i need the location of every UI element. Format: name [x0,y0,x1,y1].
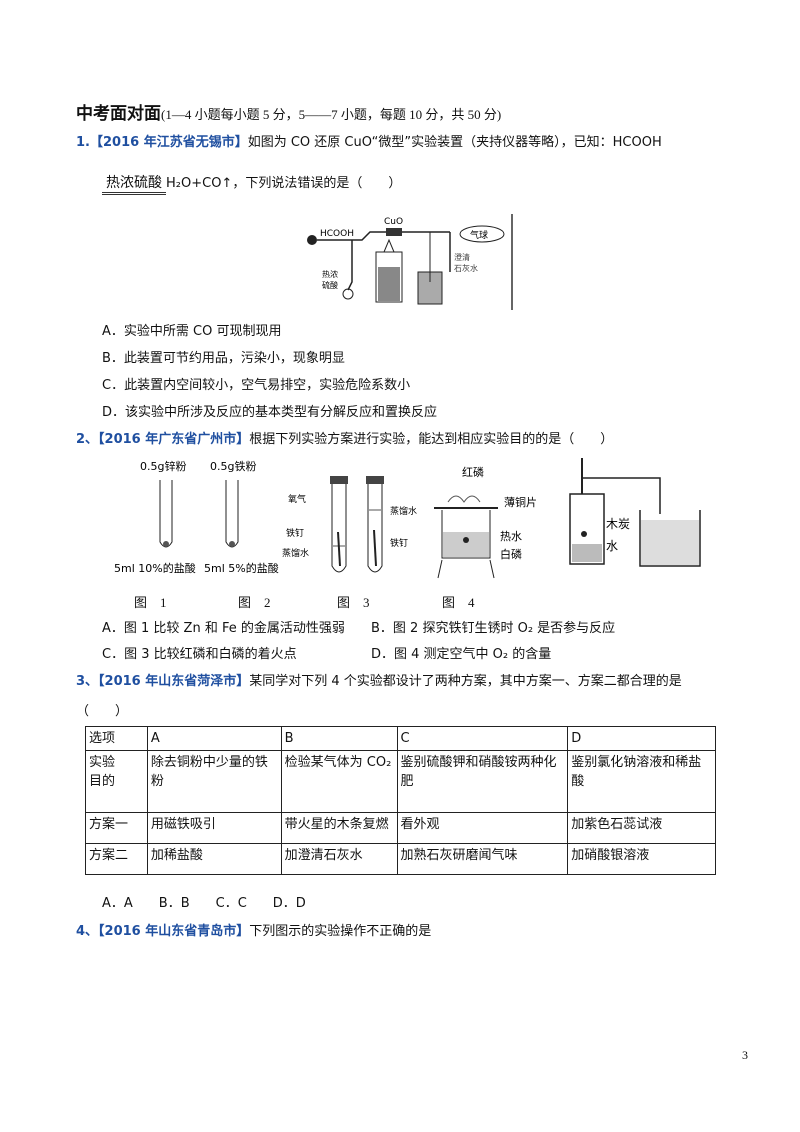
q4-source: 【2016 年山东省青岛市】 [98,924,250,939]
table-header-cell: 选项 [85,726,148,751]
table-cell: 方案一 [85,812,148,844]
q1-label-acid: 热浓 [322,269,338,279]
table-cell: 除去铜粉中少量的铁粉 [146,750,282,813]
q2-fig4-label-hot: 热水 [500,530,522,543]
q2-fig1-label-acid1: 5ml 10%的盐酸 [114,561,196,575]
q1-stem: 1.【2016 年江苏省无锡市】如图为 CO 还原 CuO“微型”实验装置（夹持… [76,131,662,150]
svg-text:硫酸: 硫酸 [322,280,338,290]
q2-option-b: B．图 2 探究铁钉生锈时 O₂ 是否参与反应 [371,621,616,636]
q3-number: 3、 [76,674,99,689]
q2-figure-4b: 木炭 水 [560,454,710,572]
q2-fig4-label-red: 红磷 [462,466,484,479]
q1-option-a: A．实验中所需 CO 可现制现用 [102,324,282,339]
q2-caption-1: 图 1 [134,595,167,610]
table-cell: 实验 目的 [85,750,148,813]
q2-caption-3: 图 3 [337,595,370,610]
q2-fig4b-label-charcoal: 木炭 [606,517,630,531]
q2-fig3-label-o2: 氧气 [288,493,306,505]
q2-option-a: A．图 1 比较 Zn 和 Fe 的金属活动性强弱 [102,621,345,636]
q2-source: 【2016 年广东省广州市】 [98,432,250,447]
q3-stem: 3、【2016 年山东省菏泽市】某同学对下列 4 个实验都设计了两种方案，其中方… [76,670,682,689]
q2-caption-4: 图 4 [442,595,475,610]
q2-fig3-label-nail2: 铁钉 [390,537,408,549]
q1-number: 1. [76,135,90,150]
q1-reagent: 热浓硫酸 [102,172,166,195]
svg-text:石灰水: 石灰水 [454,263,478,273]
table-cell: 用磁铁吸引 [146,812,282,844]
table-cell: 鉴别硫酸钾和硝酸铵两种化肥 [396,750,569,813]
table-header-cell: C [396,726,569,751]
q2-text: 根据下列实验方案进行实验，能达到相应实验目的的是（ ） [249,432,614,447]
q2-fig4-label-cu: 薄铜片 [504,495,537,509]
q2-fig3-label-nail1: 铁钉 [286,527,304,539]
table-header-cell: D [567,726,716,751]
q1-option-b: B．此装置可节约用品，污染小，现象明显 [102,351,345,366]
q2-number: 2、 [76,432,99,447]
table-cell: 检验某气体为 CO₂ [280,750,398,813]
q2-figure-4a: 红磷 薄铜片 热水 白磷 [428,462,558,580]
q2-fig3-label-water1: 蒸馏水 [282,547,309,559]
q3-text: 某同学对下列 4 个实验都设计了两种方案，其中方案一、方案二都合理的是 [249,674,682,689]
table-cell: 加紫色石蕊试液 [567,812,716,844]
table-cell: 加硝酸银溶液 [567,843,716,875]
q1-label-cuo: CuO [384,217,403,227]
table-row: 实验 目的 除去铜粉中少量的铁粉 检验某气体为 CO₂ 鉴别硫酸钾和硝酸铵两种化… [85,750,716,813]
q2-fig4-label-white: 白磷 [500,547,522,561]
q2-caption-2: 图 2 [238,595,271,610]
q3-source: 【2016 年山东省菏泽市】 [98,674,250,689]
q2-fig1-label-zn: 0.5g锌粉 [140,459,186,473]
table-cell: 方案二 [85,843,148,875]
q2-fig4b-label-water: 水 [606,539,618,553]
q3-table: 选项 A B C D 实验 目的 除去铜粉中少量的铁粉 检验某气体为 CO₂ 鉴… [85,726,716,875]
q1-source: 【2016 年江苏省无锡市】 [89,135,248,150]
table-cell: 看外观 [396,812,569,844]
section-subtitle: (1—4 小题每小题 5 分，5——7 小题，每题 10 分，共 50 分) [161,107,502,122]
q1-label-hcooh: HCOOH [320,229,354,239]
q1-text2: H₂O+CO↑，下列说法错误的是（ ） [166,176,402,191]
q4-text: 下列图示的实验操作不正确的是 [249,924,432,939]
section-header: 中考面对面(1—4 小题每小题 5 分，5——7 小题，每题 10 分，共 50… [76,99,501,124]
q4-number: 4、 [76,924,99,939]
q1-option-c: C．此装置内空间较小，空气易排空，实验危险系数小 [102,378,411,393]
q2-figure-3: 氧气 铁钉 蒸馏水 蒸馏水 铁钉 [282,470,422,585]
table-cell: 带火星的木条复燃 [280,812,398,844]
table-row: 方案一 用磁铁吸引 带火星的木条复燃 看外观 加紫色石蕊试液 [85,812,716,844]
q1-option-d: D．该实验中所涉及反应的基本类型有分解反应和置换反应 [102,405,438,420]
q2-fig3-label-water2: 蒸馏水 [390,505,417,517]
q4-stem: 4、【2016 年山东省青岛市】下列图示的实验操作不正确的是 [76,920,431,939]
section-title: 中考面对面 [76,104,161,124]
q2-option-d: D．图 4 测定空气中 O₂ 的含量 [371,647,552,662]
q2-fig1-label-fe: 0.5g铁粉 [210,460,256,473]
table-cell: 加熟石灰研磨闻气味 [396,843,569,875]
q1-apparatus-figure: HCOOH 热浓 硫酸 CuO 气球 澄清 石灰水 [300,212,526,312]
page-number: 3 [742,1048,748,1062]
table-row: 方案二 加稀盐酸 加澄清石灰水 加熟石灰研磨闻气味 加硝酸银溶液 [85,843,716,875]
table-header-row: 选项 A B C D [85,726,716,751]
q1-text: 如图为 CO 还原 CuO“微型”实验装置（夹持仪器等略），已知：HCOOH [247,135,662,150]
q2-option-c: C．图 3 比较红磷和白磷的着火点 [102,647,297,662]
table-cell: 加稀盐酸 [146,843,282,875]
q3-stem-line2: （ ） [76,704,129,719]
q2-figure-1-2: 0.5g锌粉 0.5g铁粉 5ml 10%的盐酸 5ml 5%的盐酸 [112,458,292,578]
q1-label-balloon: 气球 [470,229,488,241]
table-header-cell: A [146,726,282,751]
q3-options: A．A B．B C．C D．D [102,896,306,911]
q1-label-lime: 澄清 [454,252,470,262]
table-cell: 加澄清石灰水 [280,843,398,875]
table-header-cell: B [280,726,398,751]
table-cell: 鉴别氯化钠溶液和稀盐酸 [567,750,716,813]
q2-fig1-label-acid2: 5ml 5%的盐酸 [204,561,279,575]
q2-stem: 2、【2016 年广东省广州市】根据下列实验方案进行实验，能达到相应实验目的的是… [76,428,613,447]
